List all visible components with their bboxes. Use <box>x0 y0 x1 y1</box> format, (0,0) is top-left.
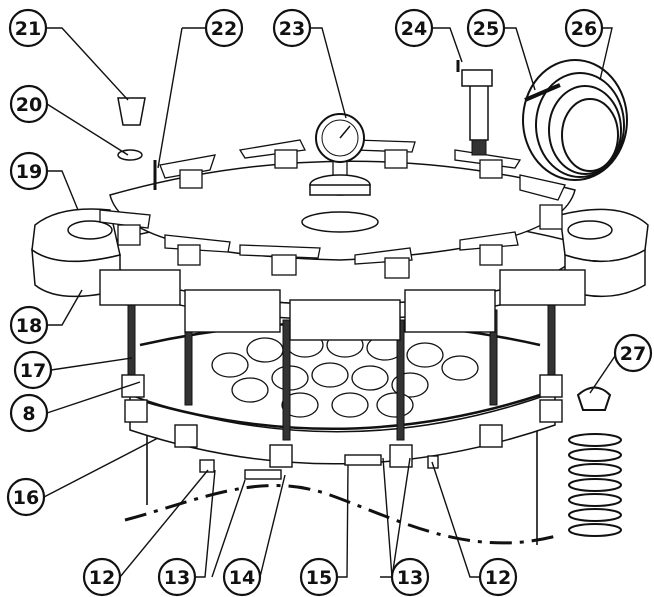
inner-ring-lower <box>139 393 541 431</box>
svg-text:19: 19 <box>16 161 42 183</box>
svg-text:23: 23 <box>279 18 305 40</box>
bottom-bolts <box>199 454 439 480</box>
callout-20: 20 <box>9 84 49 124</box>
support-ring <box>129 390 556 465</box>
callout-25: 25 <box>466 8 506 48</box>
callout-12-right: 12 <box>478 557 518 597</box>
svg-text:21: 21 <box>15 18 41 40</box>
callout-26: 26 <box>564 8 604 48</box>
svg-text:20: 20 <box>16 94 42 116</box>
svg-text:24: 24 <box>401 18 427 40</box>
skirt-panels <box>99 269 586 341</box>
svg-text:15: 15 <box>306 567 332 589</box>
svg-text:13: 13 <box>397 567 423 589</box>
callout-23: 23 <box>272 8 312 48</box>
svg-text:18: 18 <box>16 315 42 337</box>
svg-text:8: 8 <box>22 403 35 425</box>
svg-text:16: 16 <box>13 487 39 509</box>
svg-text:27: 27 <box>620 343 646 365</box>
callout-12-left: 12 <box>82 557 122 597</box>
assembly-drawing <box>31 59 649 545</box>
coil-tube <box>522 59 628 181</box>
svg-text:14: 14 <box>229 567 255 589</box>
svg-text:25: 25 <box>473 18 499 40</box>
svg-text:12: 12 <box>485 567 511 589</box>
callout-13-right: 13 <box>390 557 430 597</box>
callout-21: 21 <box>8 8 48 48</box>
svg-text:26: 26 <box>571 18 597 40</box>
threaded-rods <box>127 304 556 441</box>
cap-part <box>117 97 146 126</box>
jar-cluster <box>211 332 479 418</box>
cut-line <box>124 484 561 545</box>
svg-text:13: 13 <box>164 567 190 589</box>
clamp-blocks <box>121 374 563 468</box>
svg-text:22: 22 <box>211 18 237 40</box>
callout-19: 19 <box>9 151 49 191</box>
valve <box>456 60 493 156</box>
callout-8: 8 <box>9 393 49 433</box>
callout-16: 16 <box>6 477 46 517</box>
callout-27: 27 <box>613 333 653 373</box>
callout-15: 15 <box>299 557 339 597</box>
svg-text:12: 12 <box>89 567 115 589</box>
callout-17: 17 <box>13 350 53 390</box>
spring-part <box>568 386 622 537</box>
callout-14: 14 <box>222 557 262 597</box>
callout-13-left: 13 <box>157 557 197 597</box>
svg-text:17: 17 <box>20 360 46 382</box>
callout-22: 22 <box>204 8 244 48</box>
pressure-gauge <box>309 113 371 196</box>
wing-nuts <box>99 139 566 279</box>
callout-18: 18 <box>9 305 49 345</box>
callout-24: 24 <box>394 8 434 48</box>
lid-center-hole <box>301 211 379 233</box>
lid-left-hole <box>67 220 113 240</box>
lid-right-hole <box>567 220 613 240</box>
